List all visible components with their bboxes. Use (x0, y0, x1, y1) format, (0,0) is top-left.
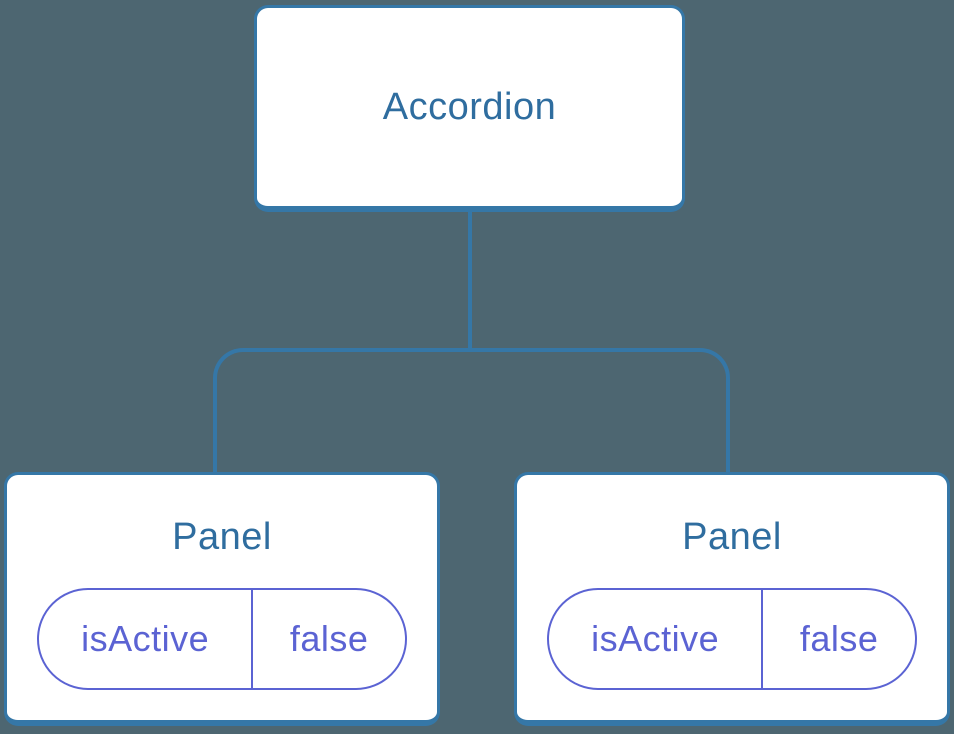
root-node-accordion: Accordion (254, 5, 685, 212)
child-node-panel-2: Panel isActive false (514, 472, 950, 726)
child-node-title: Panel (682, 516, 782, 558)
state-pill: isActive false (547, 588, 917, 690)
root-node-title: Accordion (382, 86, 557, 128)
state-value: false (251, 590, 405, 688)
child-node-panel-1: Panel isActive false (4, 472, 440, 726)
state-value: false (761, 590, 915, 688)
connector-stem (468, 212, 472, 348)
state-pill: isActive false (37, 588, 407, 690)
state-key: isActive (81, 618, 210, 659)
state-key: isActive (591, 618, 720, 659)
child-node-title: Panel (172, 516, 272, 558)
connector-bracket (213, 348, 730, 472)
